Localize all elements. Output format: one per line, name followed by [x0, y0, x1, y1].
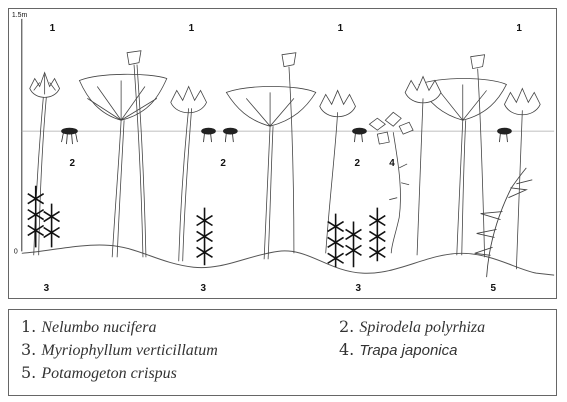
legend-name-1: Nelumbo nucifera: [41, 319, 156, 336]
myriophyllum-cluster-3: [328, 208, 386, 268]
legend-num-2: 2.: [339, 317, 354, 336]
legend-num-4: 4.: [339, 340, 354, 359]
spirodela-cluster-2: [202, 128, 238, 142]
legend-item-2: 2. Spirodela polyrhiza: [339, 317, 546, 340]
legend-num-1: 1.: [21, 317, 36, 336]
myriophyllum-cluster-2: [197, 208, 213, 266]
label-5: 5: [491, 283, 497, 294]
nelumbo-leaf-3: [419, 79, 506, 256]
label-3a: 3: [44, 283, 50, 294]
spirodela-cluster-3: [353, 128, 367, 142]
legend-name-4: Trapa japonica: [359, 342, 457, 359]
label-2a: 2: [69, 158, 75, 169]
legend-item-4: 4. Trapa japonica: [339, 340, 546, 363]
label-1a: 1: [50, 23, 56, 34]
label-2c: 2: [355, 158, 361, 169]
label-1c: 1: [338, 23, 344, 34]
label-3c: 3: [355, 283, 361, 294]
nelumbo-flower-5: [504, 88, 540, 269]
sediment-line: [22, 245, 554, 275]
label-1b: 1: [189, 23, 195, 34]
species-legend: 1. Nelumbo nucifera 2. Spirodela polyrhi…: [8, 309, 557, 396]
trapa-plant: [369, 112, 413, 253]
legend-item-5: 5. Potamogeton crispus: [21, 363, 321, 386]
vegetation-diagram: 1.5m 0: [8, 8, 557, 299]
legend-grid: 1. Nelumbo nucifera 2. Spirodela polyrhi…: [21, 317, 546, 389]
spirodela-cluster-4: [498, 128, 512, 142]
legend-item-3: 3. Myriophyllum verticillatum: [21, 340, 321, 363]
legend-item-1: 1. Nelumbo nucifera: [21, 317, 321, 340]
nelumbo-seedpod-2: [282, 53, 296, 254]
nelumbo-leaf-1: [79, 74, 166, 257]
spirodela-cluster-1: [62, 128, 78, 144]
label-4: 4: [389, 158, 395, 169]
scale-bottom-label: 0: [14, 248, 18, 255]
myriophyllum-cluster-1: [28, 186, 60, 248]
label-3b: 3: [201, 283, 207, 294]
legend-num-3: 3.: [21, 340, 36, 359]
legend-name-3: Myriophyllum verticillatum: [41, 342, 217, 359]
label-1d: 1: [516, 23, 522, 34]
legend-name-5: Potamogeton crispus: [41, 365, 177, 382]
legend-num-5: 5.: [21, 363, 36, 382]
nelumbo-leaf-2: [226, 86, 315, 259]
diagram-svg: 1.5m 0: [9, 9, 556, 298]
scale-top-label: 1.5m: [12, 12, 28, 19]
label-2b: 2: [220, 158, 226, 169]
nelumbo-flower-3: [320, 90, 356, 253]
legend-name-2: Spirodela polyrhiza: [359, 319, 485, 336]
